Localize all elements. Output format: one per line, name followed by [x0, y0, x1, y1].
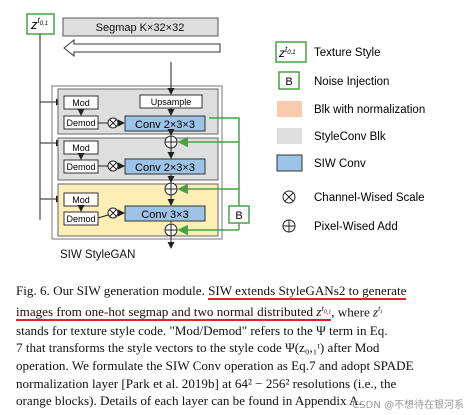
- caption-line-6: normalization layer [Park et al. 2019b] …: [16, 375, 397, 391]
- demod-label-2: Demod: [66, 162, 95, 172]
- legend-pixel-label: Pixel-Wised Add: [314, 221, 398, 233]
- pixel-add-icon-2: [164, 182, 178, 196]
- legend-siwconv-label: SIW Conv: [314, 158, 366, 170]
- mod-label-2: Mod: [72, 143, 90, 153]
- channel-scale-icon-3: [107, 207, 119, 219]
- legend-texture-swatch: [275, 41, 307, 63]
- legend-blue-swatch: [276, 154, 303, 172]
- mod-label-1: Mod: [72, 98, 90, 108]
- channel-scale-icon-2: [107, 160, 119, 172]
- legend-texture-label: Texture Style: [314, 47, 380, 59]
- caption-line-1: Fig. 6. Our SIW generation module. SIW e…: [16, 283, 407, 300]
- caption-line-5: operation. We formulate the SIW Conv ope…: [16, 357, 414, 373]
- model-name-label: SIW StyleGAN: [60, 249, 135, 261]
- legend-styleconv-label: StyleConv Blk: [314, 131, 386, 143]
- watermark: CSDN @不想待在银河系: [352, 400, 464, 411]
- z-input-label: zt0,1: [30, 16, 48, 32]
- mod-label-3: Mod: [72, 195, 90, 205]
- caption-line-4: 7 that transforms the style vectors to t…: [16, 340, 380, 356]
- legend-texture-swatch-label: zt0,1: [278, 45, 296, 60]
- conv-label-2: Conv 2×3×3: [135, 162, 195, 174]
- caption-line-7: orange blocks). Details of each layer ca…: [16, 393, 362, 409]
- demod-label-1: Demod: [66, 118, 95, 128]
- figure-caption: Fig. 6. Our SIW generation module. SIW e…: [16, 282, 464, 410]
- demod-label-3: Demod: [66, 214, 95, 224]
- caption-line-2: images from one-hot segmap and two norma…: [16, 303, 383, 321]
- noise-b-label: B: [235, 210, 242, 222]
- legend-orange-swatch: [277, 101, 302, 117]
- channel-scale-icon-1: [107, 117, 119, 129]
- legend-norm-label: Blk with normalization: [314, 104, 425, 116]
- caption-highlight-2: images from one-hot segmap and two norma…: [16, 303, 332, 321]
- conv-label-3: Conv 3×3: [141, 209, 188, 221]
- pixel-add-icon-3: [164, 223, 178, 237]
- conv-label-1: Conv 2×3×3: [135, 119, 195, 131]
- legend-noise-swatch: [278, 71, 300, 90]
- legend-channel-scale-icon: [282, 190, 296, 204]
- segmap-arrow: [63, 38, 221, 58]
- conv-box-2: [124, 158, 206, 175]
- upsample-label: Upsample: [151, 97, 192, 107]
- conv-box-1: [124, 115, 206, 132]
- noise-line: [209, 117, 240, 206]
- caption-highlight-1: SIW extends StyleGANs2 to generate: [208, 283, 407, 300]
- legend-gray-swatch: [277, 128, 302, 144]
- legend-pixel-add-icon: [282, 219, 296, 233]
- legend-noise-label: Noise Injection: [314, 76, 389, 88]
- segmap-bar: [62, 17, 219, 37]
- styleconv-outline: [51, 85, 223, 240]
- caption-line-3: stands for texture style code. "Mod/Demo…: [16, 322, 388, 338]
- demod-box-3: [63, 211, 99, 226]
- conv-box-3: [124, 205, 206, 222]
- legend-channel-label: Channel-Wised Scale: [314, 192, 425, 204]
- legend-noise-swatch-label: B: [285, 76, 292, 88]
- legend: zt0,1 Texture Style B Noise Injection Bl…: [275, 41, 425, 233]
- segmap-label: Segmap K×32×32: [96, 22, 185, 34]
- pixel-add-icon-1: [164, 135, 178, 149]
- architecture-figure: zt0,1 Segmap K×32×32 Mod Demod Mod Demod…: [26, 13, 425, 261]
